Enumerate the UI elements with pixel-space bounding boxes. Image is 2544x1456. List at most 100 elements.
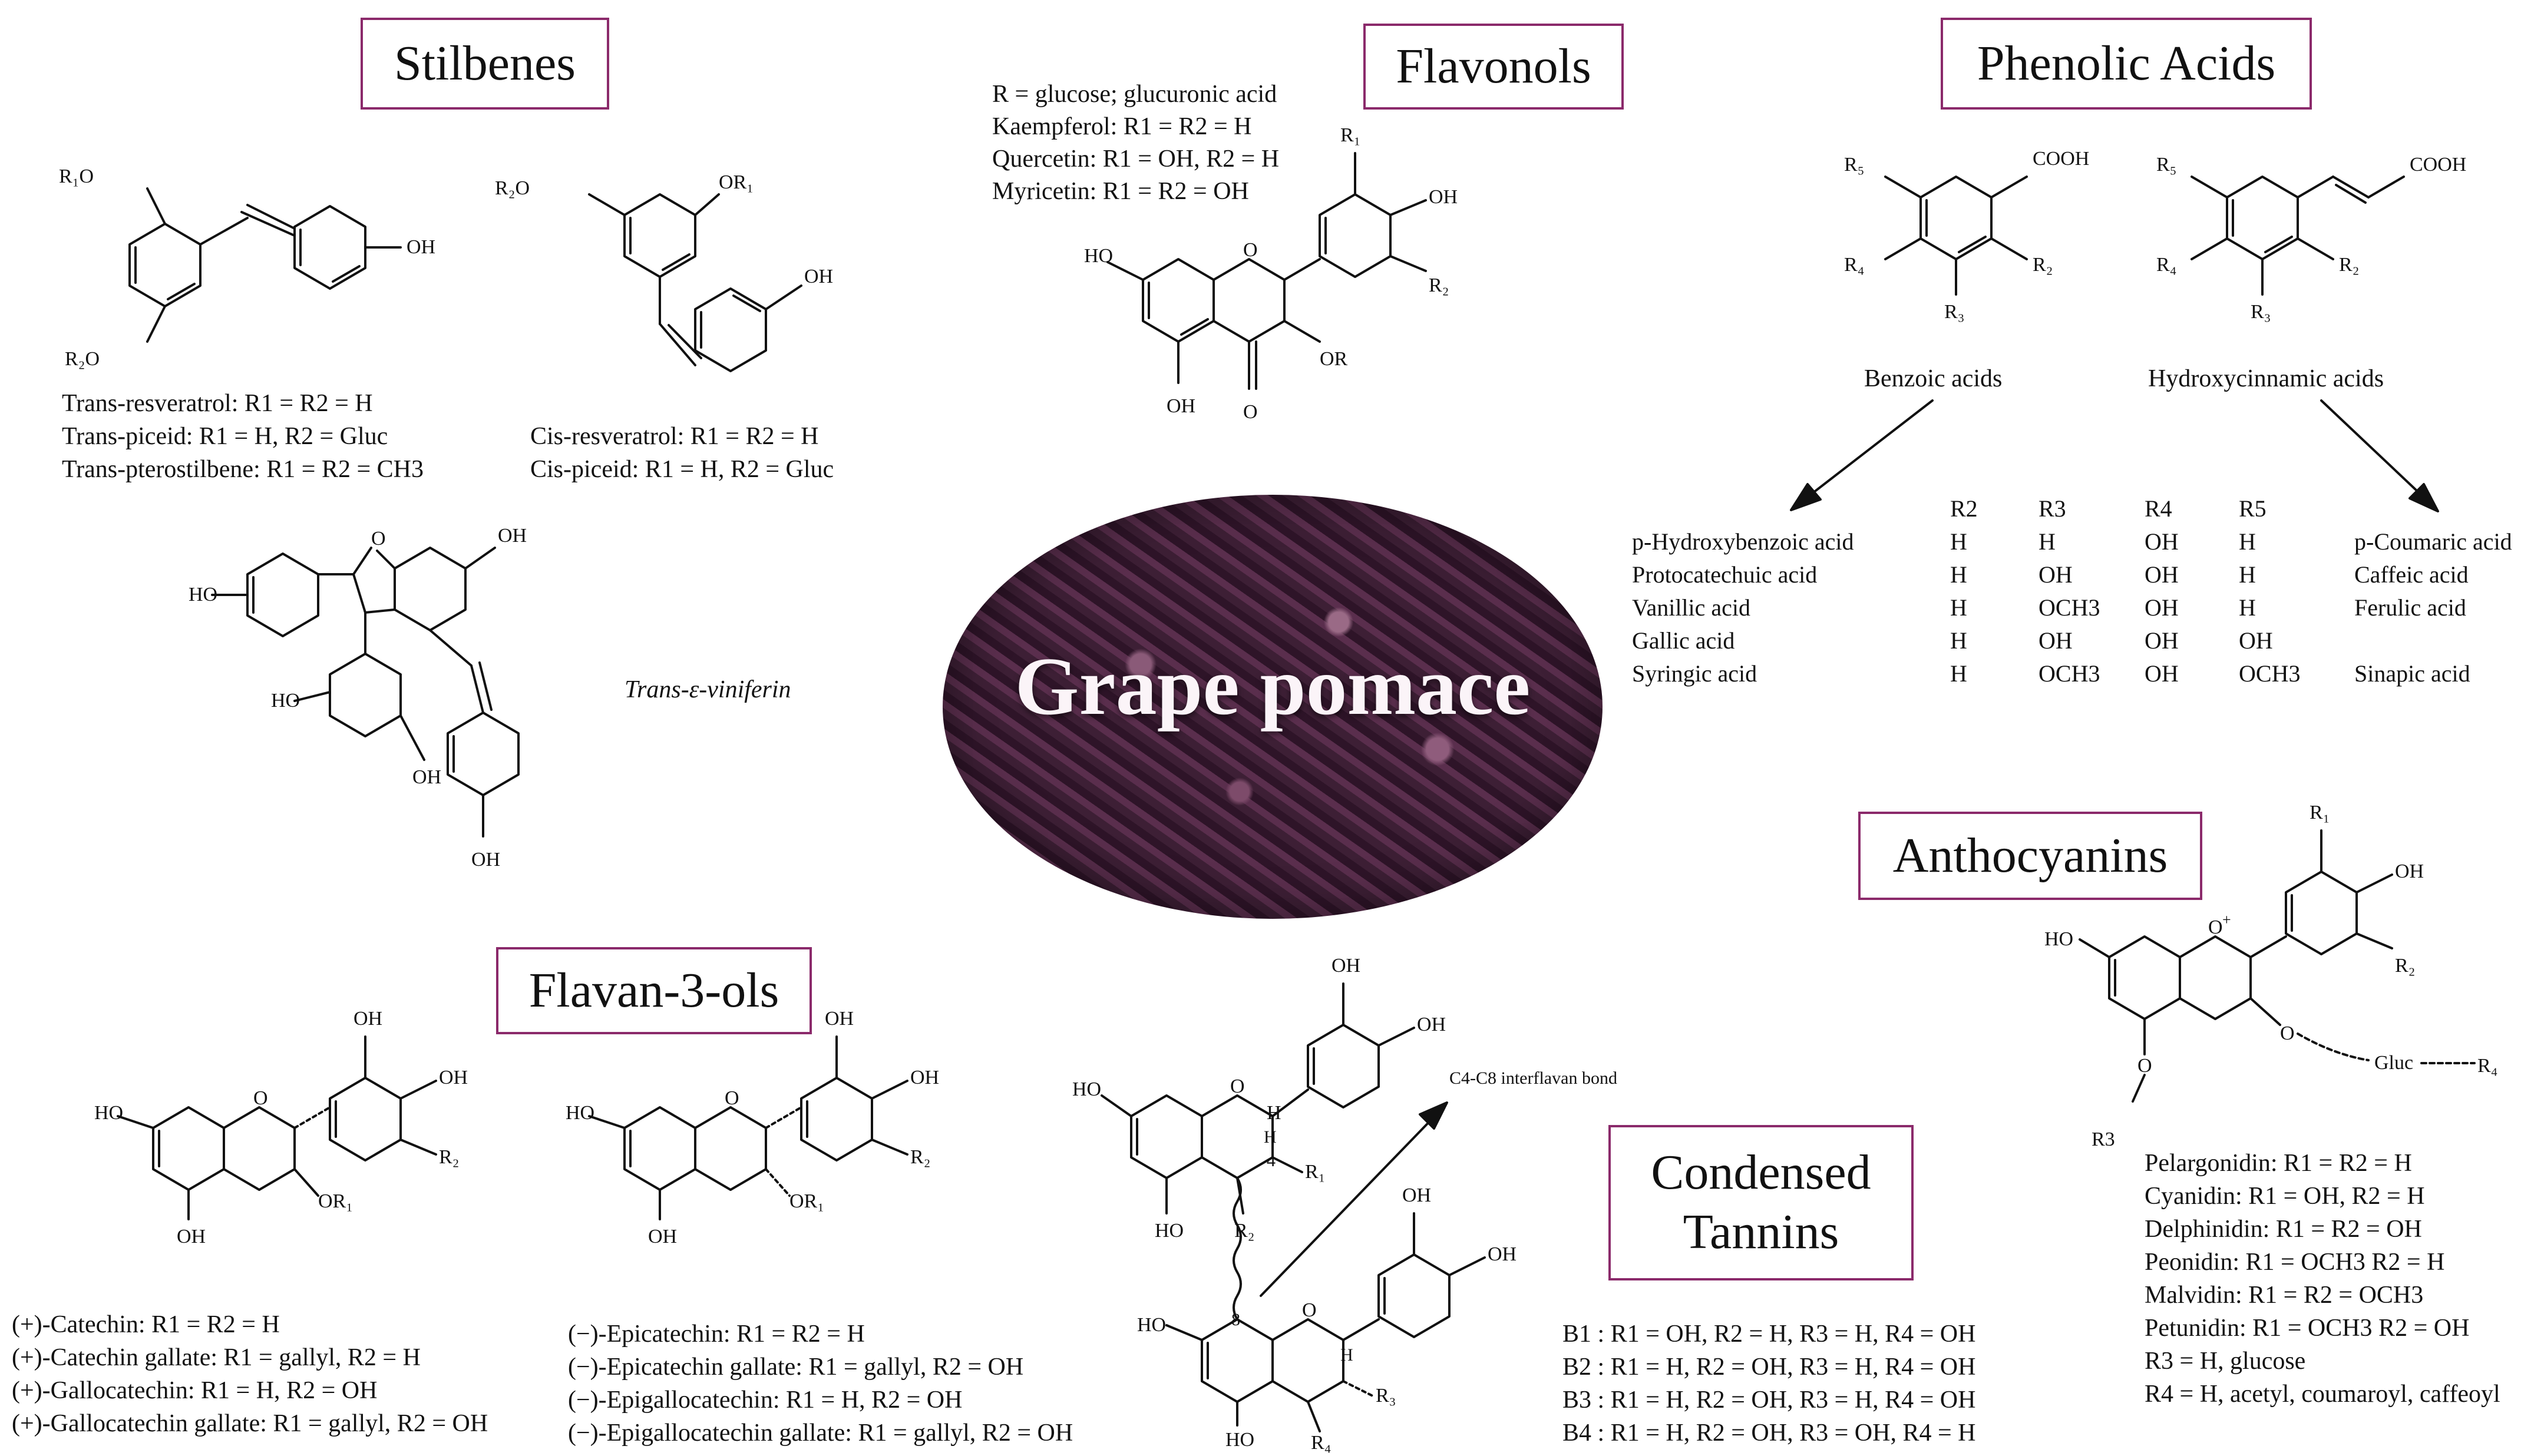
- phenolic-acids-title: Phenolic Acids: [1941, 18, 2312, 110]
- epicatechin-line-3: (−)-Epigallocatechin: R1 = H, R2 = OH: [568, 1386, 963, 1414]
- svg-text:O: O: [253, 1087, 268, 1109]
- acid-r4: OH: [2145, 627, 2179, 654]
- acid-name: p-Hydroxybenzoic acid: [1632, 528, 1854, 555]
- anthocyanins-title: Anthocyanins: [1858, 812, 2202, 900]
- anthocyanin-line-7: R3 = H, glucose: [2145, 1348, 2306, 1375]
- acid-r3: OCH3: [2038, 660, 2100, 687]
- svg-text:R₂: R₂: [439, 1146, 460, 1168]
- svg-text:R₂: R₂: [1429, 274, 1449, 296]
- svg-text:OH: OH: [1417, 1014, 1446, 1035]
- viniferin-structure: HO O OH HO OH OH: [189, 525, 527, 871]
- svg-text:OH: OH: [1167, 395, 1195, 417]
- trans-stilbene-line-3: Trans-pterostilbene: R1 = R2 = CH3: [62, 456, 424, 483]
- flavonols-line-2: Kaempferol: R1 = R2 = H: [992, 113, 1252, 140]
- header-r5: R5: [2239, 495, 2267, 522]
- cis-resveratrol-structure: R₂O OR₁ OH: [495, 171, 833, 372]
- svg-text:O: O: [2208, 916, 2223, 938]
- svg-text:O: O: [2137, 1055, 2152, 1077]
- acid-r5: H: [2239, 528, 2256, 555]
- svg-text:R₄: R₄: [2156, 254, 2177, 276]
- cinnamic-name: Ferulic acid: [2354, 594, 2466, 621]
- svg-text:R3: R3: [2092, 1129, 2115, 1150]
- svg-text:Gluc: Gluc: [2374, 1052, 2413, 1074]
- cinnamic-name: Sinapic acid: [2354, 660, 2470, 687]
- svg-text:R₂O: R₂O: [495, 177, 530, 199]
- catechin-line-2: (+)-Catechin gallate: R1 = gallyl, R2 = …: [12, 1344, 421, 1371]
- svg-text:OR₁: OR₁: [318, 1190, 353, 1212]
- svg-text:HO: HO: [271, 690, 300, 712]
- acid-r4: OH: [2145, 594, 2179, 621]
- svg-text:R₃: R₃: [2251, 301, 2271, 323]
- benzoic-acid-structure: R₅ COOH R₄ R₂ R₃: [1844, 148, 2089, 323]
- svg-text:OH: OH: [407, 236, 435, 258]
- svg-text:C4-C8 interflavan bond: C4-C8 interflavan bond: [1449, 1068, 1617, 1088]
- svg-text:R₅: R₅: [2156, 154, 2177, 176]
- grape-pomace-image: [943, 495, 1603, 919]
- acid-r5: H: [2239, 594, 2256, 621]
- cinnamic-name: p-Coumaric acid: [2354, 528, 2512, 555]
- anthocyanin-line-3: Delphinidin: R1 = R2 = OH: [2145, 1216, 2422, 1243]
- svg-text:COOH: COOH: [2033, 148, 2089, 170]
- viniferin-label: Trans-ε-viniferin: [625, 676, 791, 703]
- cis-stilbene-line-2: Cis-piceid: R1 = H, R2 = Gluc: [530, 456, 834, 483]
- svg-text:OH: OH: [2395, 861, 2424, 882]
- anthocyanin-structure: HO O R3 O+ O Gluc R₄ R₁ OH R₂: [2044, 802, 2498, 1150]
- svg-text:O: O: [725, 1087, 739, 1109]
- tannin-line-1: B1 : R1 = OH, R2 = H, R3 = H, R4 = OH: [1562, 1321, 1976, 1348]
- grape-pomace-label: Grape pomace: [1015, 641, 1531, 732]
- svg-text:R₂: R₂: [910, 1146, 931, 1168]
- svg-text:OH: OH: [1402, 1184, 1431, 1206]
- svg-text:OH: OH: [1332, 955, 1360, 977]
- acid-name: Vanillic acid: [1632, 594, 1751, 621]
- acid-r3: OH: [2038, 627, 2073, 654]
- catechin-line-1: (+)-Catechin: R1 = R2 = H: [12, 1311, 280, 1338]
- svg-text:R₂O: R₂O: [65, 348, 100, 370]
- acid-r3: OCH3: [2038, 594, 2100, 621]
- procyanidin-dimer-structure: HO HO O H R₁ R₂ H OH OH 4 C4-C8 interfla…: [1072, 955, 1617, 1454]
- svg-text:OH: OH: [825, 1008, 854, 1030]
- svg-text:H: H: [1267, 1102, 1281, 1124]
- acid-r2: H: [1950, 528, 1967, 555]
- svg-text:R₂: R₂: [1234, 1220, 1255, 1242]
- trans-stilbene-line-2: Trans-piceid: R1 = H, R2 = Gluc: [62, 423, 388, 450]
- anthocyanin-line-1: Pelargonidin: R1 = R2 = H: [2145, 1150, 2412, 1177]
- anthocyanin-line-5: Malvidin: R1 = R2 = OCH3: [2145, 1282, 2424, 1309]
- acid-r5: H: [2239, 561, 2256, 588]
- tannin-line-2: B2 : R1 = H, R2 = OH, R3 = H, R4 = OH: [1562, 1354, 1976, 1381]
- svg-text:OH: OH: [648, 1226, 677, 1247]
- svg-text:OR₁: OR₁: [789, 1190, 824, 1212]
- svg-text:HO: HO: [566, 1102, 594, 1124]
- svg-text:R₃: R₃: [1944, 301, 1965, 323]
- svg-text:OH: OH: [471, 849, 500, 871]
- svg-text:R₁O: R₁O: [59, 166, 94, 187]
- hydroxycinnamic-acid-structure: R₅ R₄ R₂ R₃ COOH: [2156, 154, 2466, 323]
- anthocyanin-line-8: R4 = H, acetyl, coumaroyl, caffeoyl: [2145, 1381, 2500, 1408]
- svg-text:O: O: [1243, 239, 1258, 261]
- svg-text:COOH: COOH: [2410, 154, 2466, 176]
- hydroxycinnamic-arrow: [2320, 399, 2439, 512]
- svg-text:O: O: [1230, 1076, 1245, 1097]
- svg-text:R₄: R₄: [1311, 1432, 1332, 1454]
- svg-text:HO: HO: [1084, 245, 1113, 267]
- acid-r5: OCH3: [2239, 660, 2301, 687]
- svg-text:R₃: R₃: [1376, 1385, 1396, 1407]
- svg-text:R₂: R₂: [2033, 254, 2053, 276]
- acid-r4: OH: [2145, 660, 2179, 687]
- svg-text:O: O: [2280, 1022, 2295, 1044]
- anthocyanin-line-2: Cyanidin: R1 = OH, R2 = H: [2145, 1183, 2425, 1210]
- epicatechin-line-4: (−)-Epigallocatechin gallate: R1 = gally…: [568, 1419, 1073, 1447]
- svg-text:OH: OH: [498, 525, 527, 547]
- svg-text:OH: OH: [439, 1067, 468, 1088]
- svg-text:HO: HO: [1072, 1078, 1101, 1100]
- svg-text:OH: OH: [910, 1067, 939, 1088]
- acid-name: Gallic acid: [1632, 627, 1735, 654]
- svg-text:4: 4: [1267, 1151, 1276, 1170]
- svg-text:8: 8: [1231, 1310, 1240, 1329]
- svg-text:O: O: [1243, 401, 1258, 423]
- svg-text:OH: OH: [1429, 186, 1458, 208]
- svg-text:O: O: [1302, 1299, 1317, 1321]
- acid-r4: OH: [2145, 528, 2179, 555]
- svg-text:R₂: R₂: [2395, 955, 2416, 977]
- catechin-line-4: (+)-Gallocatechin gallate: R1 = gallyl, …: [12, 1410, 488, 1437]
- acid-r2: H: [1950, 561, 1967, 588]
